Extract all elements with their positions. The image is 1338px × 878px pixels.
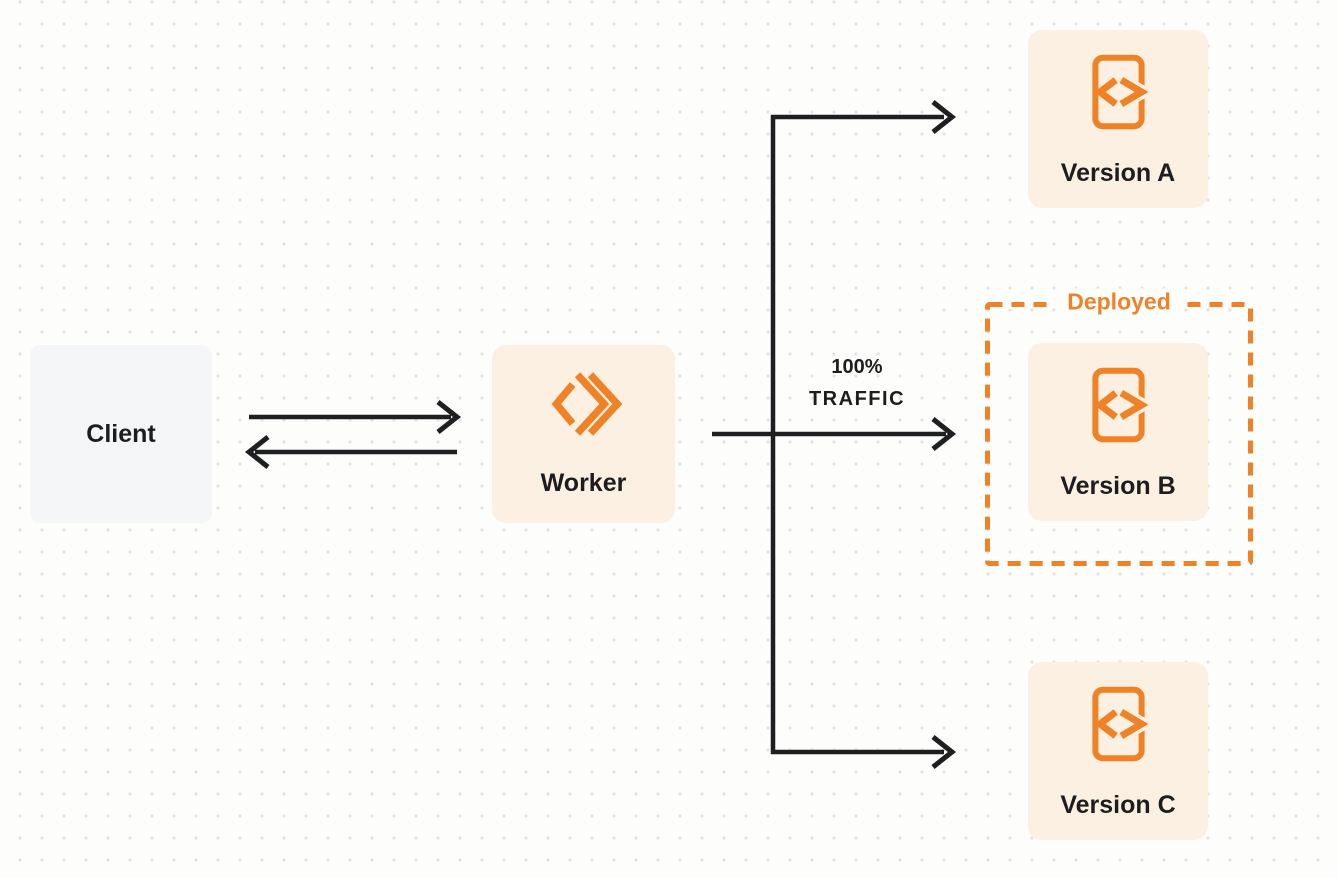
version-b-arrowhead-icon	[931, 417, 957, 451]
traffic-label: 100% TRAFFIC	[777, 351, 937, 415]
worker-branch-trunk	[770, 114, 944, 755]
deployed-dashed-border	[985, 302, 1253, 566]
version-c-label: Version C	[1060, 791, 1176, 819]
version-b-node: Version B	[1028, 343, 1208, 521]
version-a-node: Version A	[1028, 30, 1208, 208]
version-a-arrowhead-icon	[931, 100, 957, 134]
client-label: Client	[86, 420, 156, 448]
worker-node: Worker	[492, 345, 675, 523]
deployed-label: Deployed	[1055, 288, 1183, 316]
deployed-group: Deployed	[985, 288, 1253, 566]
worker-label: Worker	[540, 469, 627, 497]
code-file-icon	[1091, 54, 1149, 130]
worker-to-client-arrowhead-icon	[244, 435, 270, 469]
client-to-worker-arrowhead-icon	[436, 400, 462, 434]
client-node: Client	[30, 345, 212, 523]
version-b-label: Version B	[1060, 472, 1176, 500]
version-a-label: Version A	[1060, 159, 1176, 187]
code-file-icon	[1091, 367, 1149, 443]
traffic-word-text: TRAFFIC	[808, 388, 906, 410]
workers-logo-icon	[551, 372, 622, 436]
version-c-node: Version C	[1028, 662, 1208, 840]
code-file-icon	[1091, 686, 1149, 762]
traffic-percent-text: 100%	[831, 356, 883, 378]
version-c-arrowhead-icon	[931, 735, 957, 769]
